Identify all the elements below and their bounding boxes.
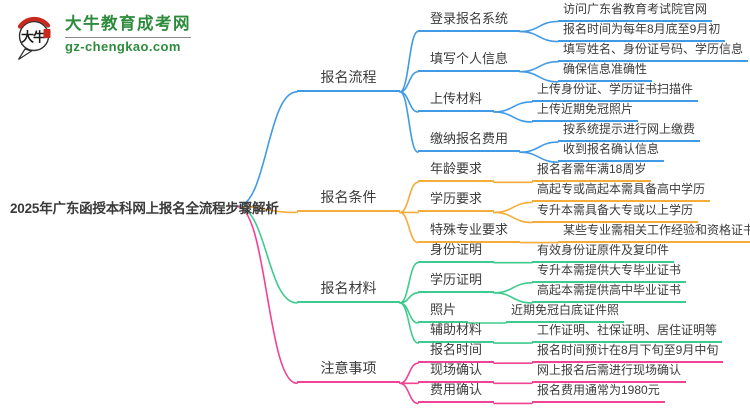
branch-label-0[interactable]: 报名流程 xyxy=(297,65,400,92)
leaf-label-0-1-1[interactable]: 确保信息准确性 xyxy=(558,58,653,82)
leaf-label-0-2-0[interactable]: 上传身份证、学历证书扫描件 xyxy=(532,78,699,102)
leaf-label-0-3-0[interactable]: 按系统提示进行网上缴费 xyxy=(558,118,701,143)
subtopic-label-3-2[interactable]: 费用确认 xyxy=(418,377,495,404)
mindmap-link xyxy=(493,292,533,304)
leaf-label-1-1-0[interactable]: 高起专或高起本需具备高中学历 xyxy=(532,178,711,203)
mindmap-link xyxy=(236,205,298,304)
mindmap-link xyxy=(519,141,559,153)
logo-red-arc xyxy=(17,16,51,29)
mindmap-link xyxy=(519,20,559,33)
leaf-label-0-2-1[interactable]: 上传近期免冠照片 xyxy=(532,98,639,122)
leaf-label-0-0-1[interactable]: 报名时间为每年8月底至9月初 xyxy=(558,18,726,42)
mindmap-link xyxy=(493,111,533,123)
subtopic-label-0-3[interactable]: 缴纳报名费用 xyxy=(418,126,521,153)
mindmap-link xyxy=(493,201,533,214)
subtopic-label-2-0[interactable]: 身份证明 xyxy=(418,237,495,263)
mindmap-link xyxy=(399,302,419,344)
leaf-label-0-0-0[interactable]: 访问广东省教育考试院官网 xyxy=(558,0,713,22)
branch-label-3[interactable]: 注意事项 xyxy=(297,356,400,384)
subtopic-label-0-0[interactable]: 登录报名系统 xyxy=(418,6,521,32)
logo-icon-text: 大牛 xyxy=(21,30,46,45)
subtopic-label-0-1[interactable]: 填写个人信息 xyxy=(418,46,521,72)
mindmap-link xyxy=(519,30,559,43)
mindmap-link xyxy=(519,151,559,163)
mindmap-link xyxy=(399,261,419,304)
branch-label-2[interactable]: 报名材料 xyxy=(297,276,400,303)
subtopic-label-2-2[interactable]: 照片 xyxy=(418,297,469,323)
leaf-label-2-1-1[interactable]: 高起本需提供高中毕业证书 xyxy=(532,279,687,303)
subtopic-label-1-1[interactable]: 学历要求 xyxy=(418,186,495,213)
mindmap-link xyxy=(519,70,559,83)
logo-seal xyxy=(43,29,51,38)
leaf-label-2-0-0[interactable]: 有效身份证原件及复印件 xyxy=(532,239,675,263)
mindmap-link xyxy=(493,282,533,294)
subtopic-label-3-1[interactable]: 现场确认 xyxy=(418,357,495,384)
mindmap-link xyxy=(519,60,559,73)
leaf-label-1-1-1[interactable]: 专升本需具备大专或以上学历 xyxy=(532,199,699,223)
site-domain: gz-chengkao.com xyxy=(65,36,191,54)
subtopic-label-0-2[interactable]: 上传材料 xyxy=(418,86,495,112)
site-logo[interactable]: 大牛 大牛教育成考网 gz-chengkao.com xyxy=(12,14,191,61)
site-title: 大牛教育成考网 xyxy=(65,15,191,33)
leaf-label-1-0-0[interactable]: 报名者需年满18周岁 xyxy=(532,158,652,183)
branch-label-1[interactable]: 报名条件 xyxy=(297,185,400,213)
mindmap-link xyxy=(236,205,298,385)
mindmap-link xyxy=(493,211,533,224)
mindmap-link xyxy=(399,30,419,93)
mindmap-link xyxy=(399,91,419,153)
leaf-label-3-2-0[interactable]: 报名费用通常为1980元 xyxy=(532,379,665,404)
subtopic-label-1-0[interactable]: 年龄要求 xyxy=(418,156,495,183)
mindmap-link xyxy=(399,382,419,405)
daniu-logo-icon: 大牛 xyxy=(17,16,51,61)
leaf-label-0-1-0[interactable]: 填写姓名、身份证号码、学历信息 xyxy=(558,38,749,62)
subtopic-label-3-0[interactable]: 报名时间 xyxy=(418,337,495,364)
mindmap-link xyxy=(399,211,419,244)
leaf-label-2-1-0[interactable]: 专升本需提供大专毕业证书 xyxy=(532,259,687,283)
leaf-label-1-2-0[interactable]: 某些专业需相关工作经验和资格证书 xyxy=(558,219,750,243)
leaf-label-3-1-0[interactable]: 网上报名后需进行现场确认 xyxy=(532,359,687,384)
leaf-label-3-0-0[interactable]: 报名时间预计在8月下旬至9月中旬 xyxy=(532,339,724,364)
subtopic-label-2-1[interactable]: 学历证明 xyxy=(418,267,495,293)
leaf-label-0-3-1[interactable]: 收到报名确认信息 xyxy=(558,138,665,163)
leaf-label-2-3-0[interactable]: 工作证明、社保证明、居住证明等 xyxy=(532,319,723,344)
subtopic-label-1-2[interactable]: 特殊专业要求 xyxy=(418,217,521,243)
logo-text-block: 大牛教育成考网 gz-chengkao.com xyxy=(65,14,191,54)
mindmap-link xyxy=(399,362,419,385)
mindmap-link xyxy=(399,70,419,93)
subtopic-label-2-3[interactable]: 辅助材料 xyxy=(418,317,495,344)
mindmap-link xyxy=(399,181,419,214)
mindmap-link xyxy=(236,91,298,208)
leaf-label-2-2-0[interactable]: 近期免冠白底证件照 xyxy=(506,299,625,323)
mindmap-link xyxy=(493,101,533,113)
mindmap-link xyxy=(236,205,298,214)
speech-bubble-tail xyxy=(17,48,33,61)
mindmap-root-topic[interactable]: 2025年广东函授本科网上报名全流程步骤解析 xyxy=(10,201,279,216)
